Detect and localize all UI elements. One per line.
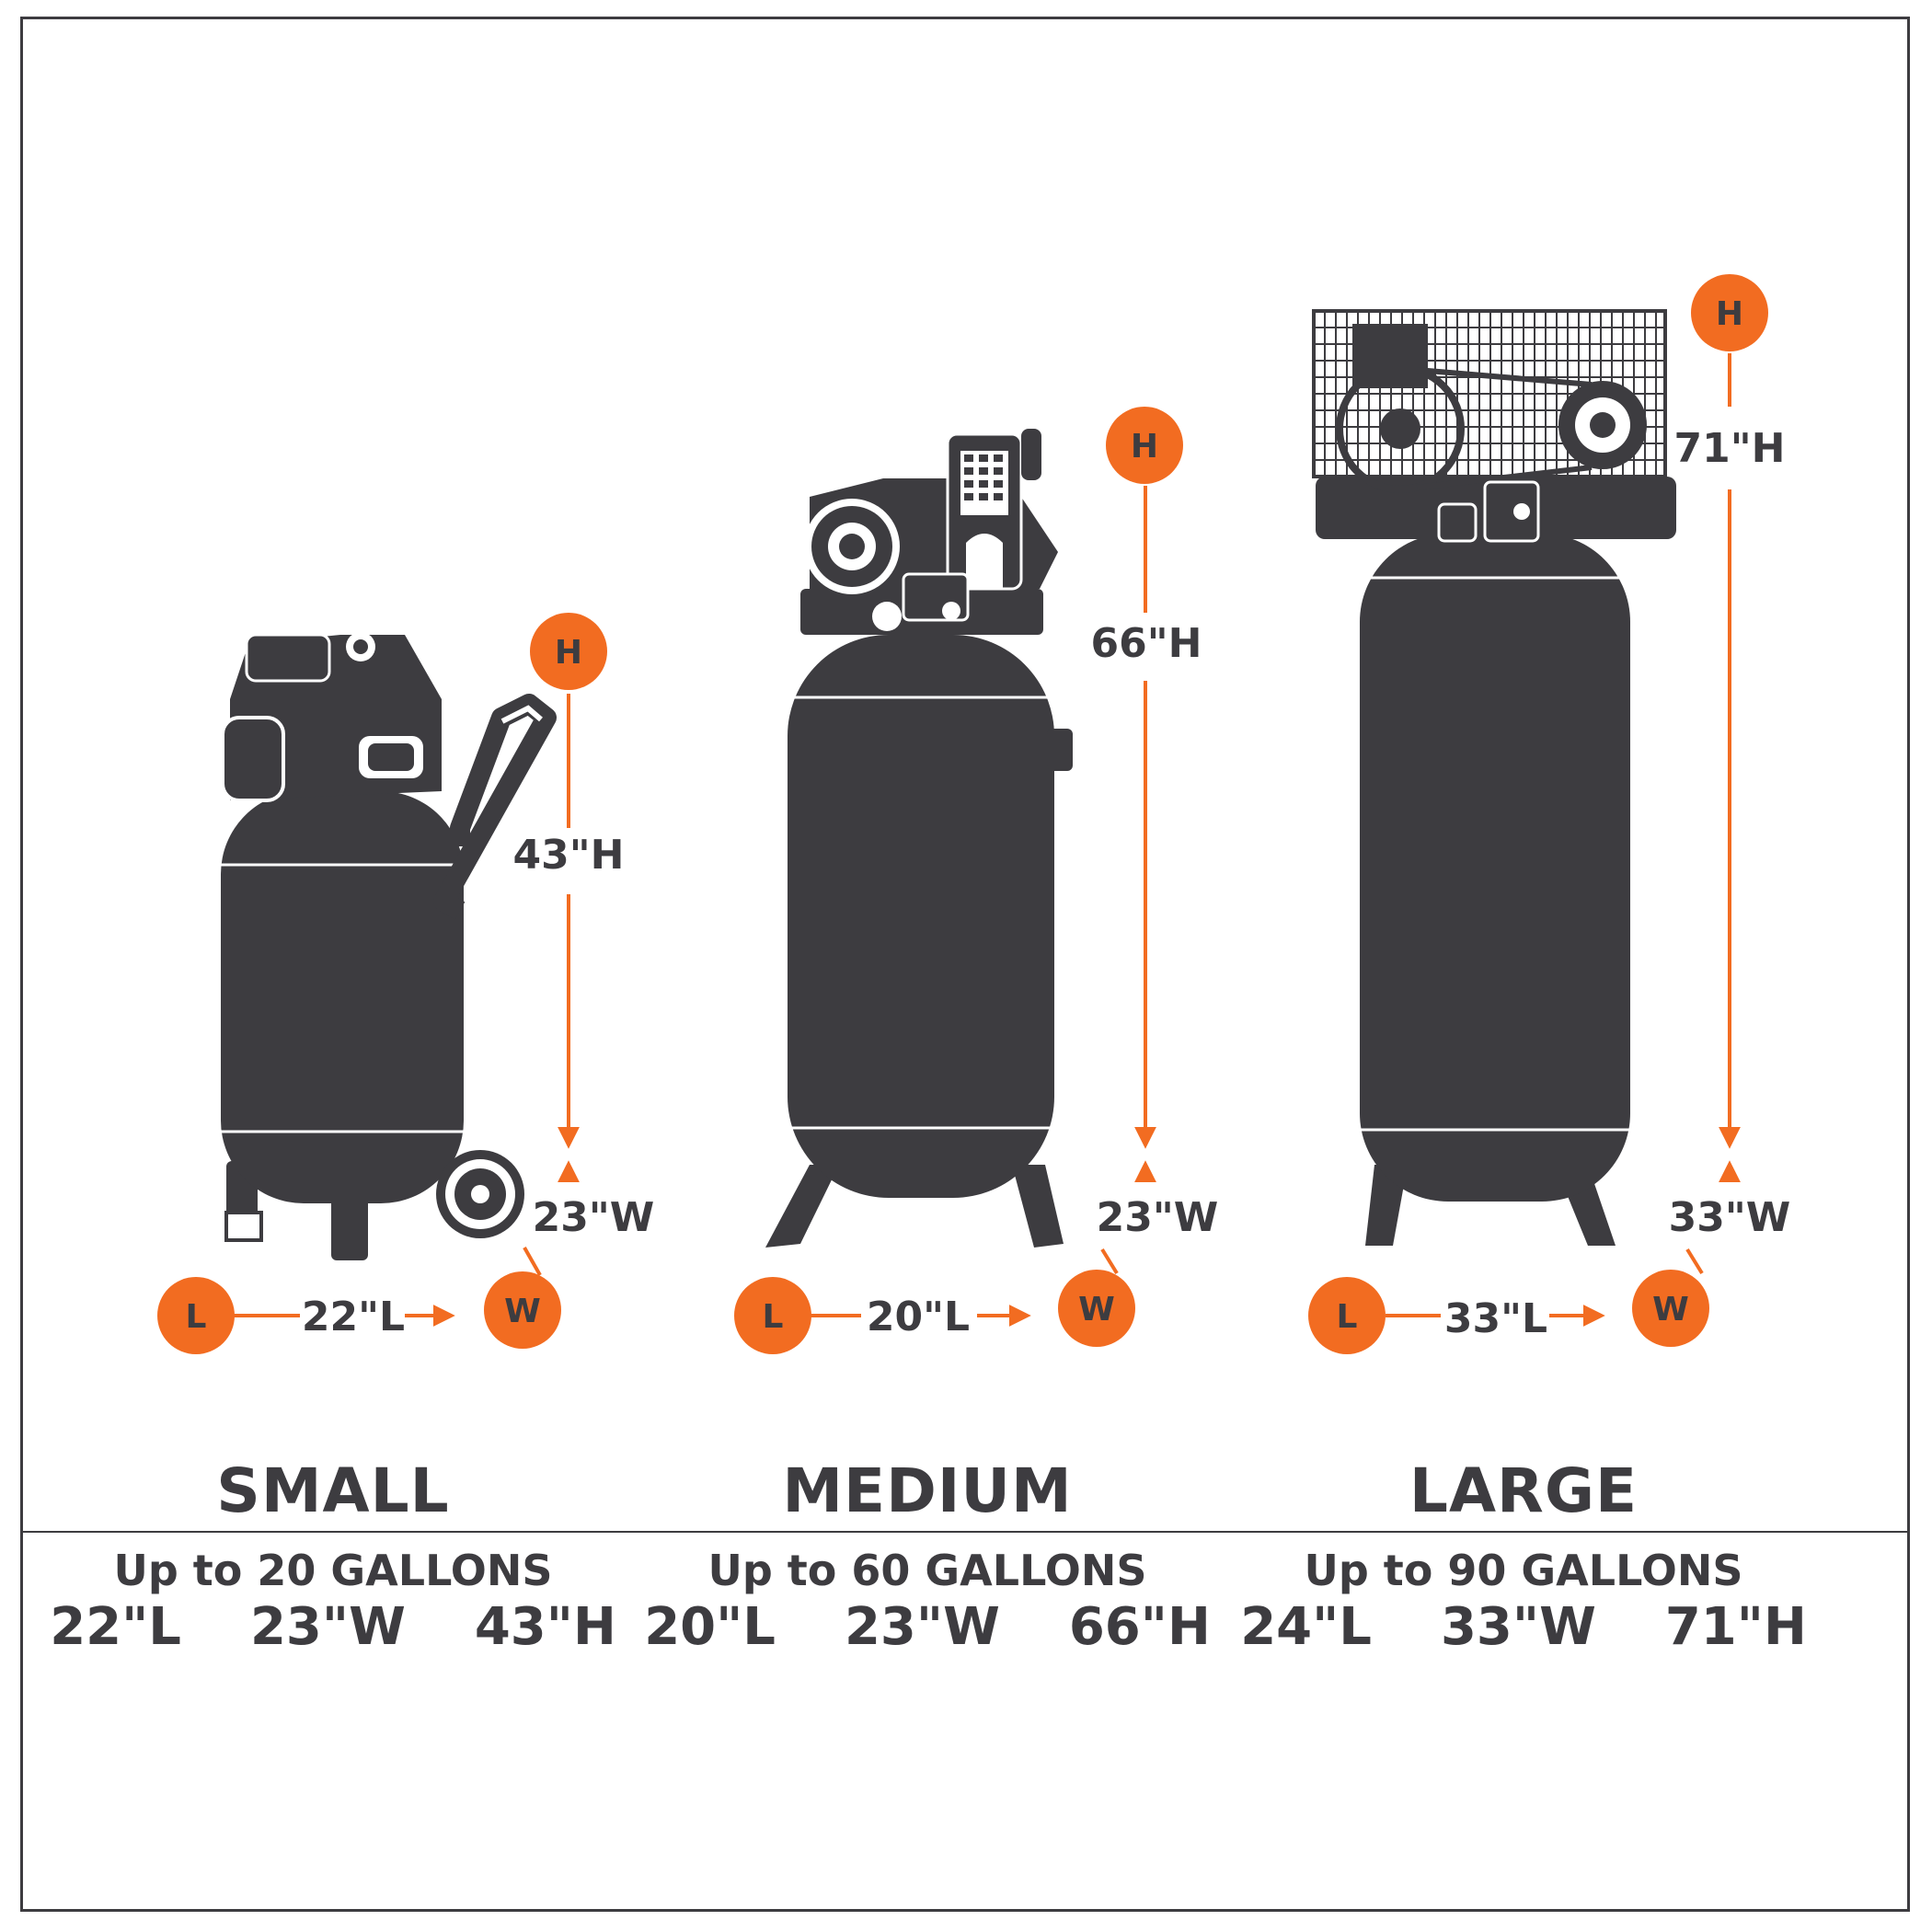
large-vertical-air-compressor-icon [1312,309,1676,1246]
large-specs: Up to 90 GALLONS 24"L 33"W 71"H [1220,1546,1827,1657]
small-specs: Up to 20 GALLONS 22"L 23"W 43"H [29,1546,637,1657]
medium-size-title: MEDIUM [782,1455,1073,1526]
medium-capacity: Up to 60 GALLONS [707,1546,1147,1595]
length-marker-label: L [1337,1298,1358,1336]
height-marker-label: H [1131,428,1158,466]
width-marker-label: W [1652,1291,1689,1328]
large-width-label: 33"W [1669,1194,1791,1241]
large-dimensions: 24"L 33"W 71"H [1240,1597,1807,1657]
outer-frame [20,17,1910,1912]
large-caption: LARGE [1220,1455,1827,1526]
small-dimensions: 22"L 23"W 43"H [50,1597,616,1657]
height-marker [530,613,607,690]
height-marker [1691,274,1768,351]
medium-width-label: 23"W [1097,1194,1219,1241]
length-marker [1308,1277,1386,1354]
medium-caption: MEDIUM [624,1455,1231,1526]
small-capacity: Up to 20 GALLONS [113,1546,553,1595]
length-marker-label: L [763,1298,784,1336]
large-height-label: 71"H [1674,425,1786,472]
length-marker-label: L [186,1298,207,1336]
small-size-title: SMALL [216,1455,450,1526]
large-size-title: LARGE [1409,1455,1639,1526]
medium-length-label: 20"L [867,1294,970,1340]
length-marker [157,1277,235,1354]
small-width-label: 23"W [533,1194,655,1241]
vertical-air-compressor-with-wheels-icon [221,632,557,1260]
small-length-label: 22"L [302,1294,405,1340]
width-marker [1058,1270,1135,1347]
medium-specs: Up to 60 GALLONS 20"L 23"W 66"H [624,1546,1231,1657]
vertical-air-compressor-icon [765,429,1073,1248]
section-divider [20,1531,1910,1533]
width-marker [484,1271,561,1349]
medium-dimensions: 20"L 23"W 66"H [644,1597,1211,1657]
height-marker-label: H [555,634,582,672]
large-capacity: Up to 90 GALLONS [1304,1546,1743,1595]
height-marker [1106,407,1183,484]
height-marker-label: H [1716,295,1743,333]
length-marker [734,1277,811,1354]
width-marker-label: W [1078,1291,1115,1328]
width-marker-label: W [504,1293,541,1330]
small-height-label: 43"H [513,832,625,879]
width-marker [1632,1270,1709,1347]
medium-height-label: 66"H [1091,620,1202,667]
large-length-label: 33"L [1444,1295,1547,1342]
small-caption: SMALL [29,1455,637,1526]
